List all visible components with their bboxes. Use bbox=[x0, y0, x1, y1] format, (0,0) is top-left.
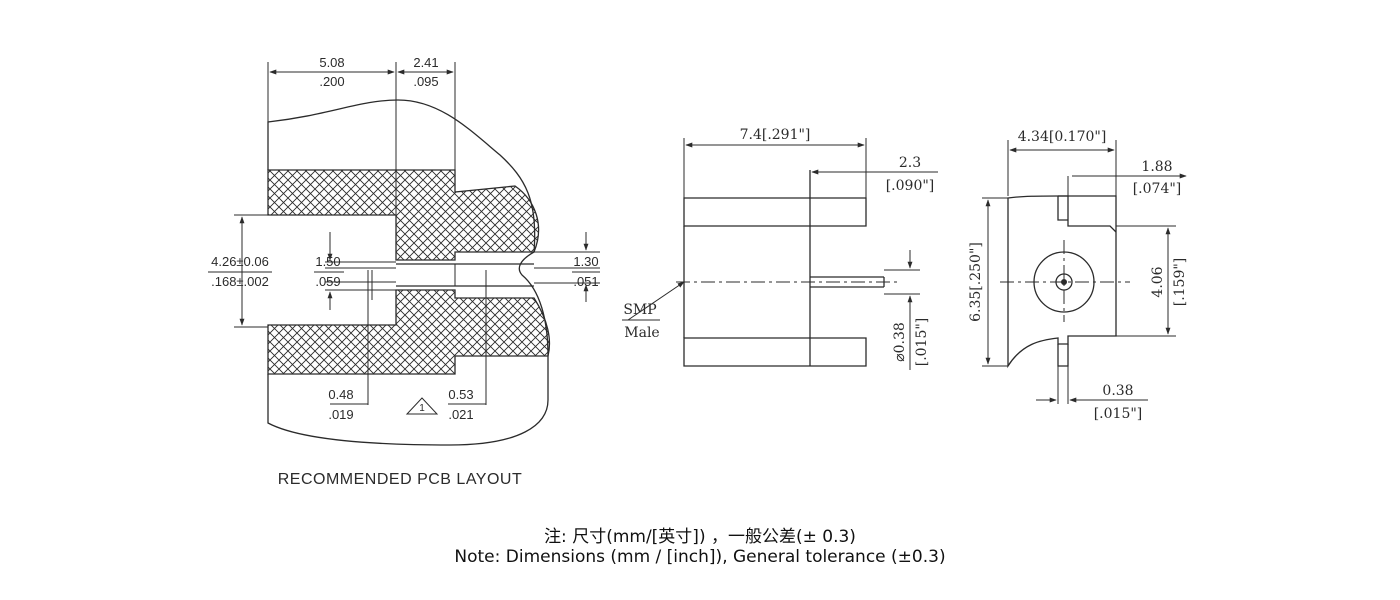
copper-lower bbox=[267, 289, 551, 375]
dim-0-48: 0.48 bbox=[328, 387, 353, 402]
dim-1-50: 1.50 bbox=[315, 254, 340, 269]
connector-gender-label: Male bbox=[624, 325, 659, 341]
copper-upper bbox=[267, 169, 540, 261]
dim-0-53: 0.53 bbox=[448, 387, 473, 402]
front-flange-top bbox=[1058, 195, 1117, 233]
connector-type-label: SMP bbox=[623, 302, 656, 318]
front-view: 4.34[0.170"] 1.88 [.074"] 6.35[.250"] 4.… bbox=[968, 129, 1188, 422]
pcb-layout-view: 5.08 .200 2.41 .095 4.26±0.06 .168±.002 … bbox=[208, 55, 600, 488]
front-flange-dim-inch: [.074"] bbox=[1133, 181, 1182, 197]
warning-triangle-icon bbox=[405, 397, 439, 415]
front-height-dim: 6.35[.250"] bbox=[968, 242, 984, 322]
front-pin-dim-inch: [.015"] bbox=[1094, 406, 1143, 422]
front-pin-tab bbox=[1057, 196, 1068, 221]
side-body-outline bbox=[683, 170, 811, 366]
side-view: 7.4[.291"] 2.3 [.090"] SMP Male ⌀0.38 [.… bbox=[622, 127, 938, 370]
front-inner-height-dim-inch: [.159"] bbox=[1172, 258, 1188, 307]
pcb-outline bbox=[267, 99, 536, 253]
front-inner-height-dim: 4.06 bbox=[1150, 266, 1166, 297]
pcb-outline-right bbox=[267, 251, 549, 446]
dim-5-08-inch: .200 bbox=[319, 74, 344, 89]
front-flange-dim: 1.88 bbox=[1141, 159, 1172, 175]
warning-number: 1 bbox=[419, 403, 425, 414]
note-chinese: 注: 尺寸(mm/[英寸]) ，一般公差(± 0.3) bbox=[544, 527, 856, 547]
dim-4-26: 4.26±0.06 bbox=[211, 254, 269, 269]
side-tail-dim: 2.3 bbox=[899, 155, 921, 171]
dim-1-50-inch: .059 bbox=[315, 274, 340, 289]
dim-2-41-inch: .095 bbox=[413, 74, 438, 89]
dim-5-08: 5.08 bbox=[319, 55, 344, 70]
side-tail-dim-inch: [.090"] bbox=[886, 178, 935, 194]
pcb-layout-caption: RECOMMENDED PCB LAYOUT bbox=[278, 471, 523, 488]
note-english: Note: Dimensions (mm / [inch]), General … bbox=[454, 547, 946, 567]
front-body bbox=[1007, 195, 1117, 369]
center-trace bbox=[396, 263, 534, 287]
dim-0-53-inch: .021 bbox=[448, 407, 473, 422]
dim-2-41: 2.41 bbox=[413, 55, 438, 70]
dim-1-30: 1.30 bbox=[573, 254, 598, 269]
dim-4-26-inch: .168±.002 bbox=[211, 274, 269, 289]
side-length-dim: 7.4[.291"] bbox=[740, 127, 811, 143]
side-body-bottom bbox=[683, 337, 867, 367]
side-body-top bbox=[683, 197, 867, 227]
pin-diameter-dim: ⌀0.38 bbox=[892, 322, 908, 362]
dim-1-30-inch: .051 bbox=[573, 274, 598, 289]
front-flange-bottom bbox=[1057, 344, 1069, 367]
dim-0-48-inch: .019 bbox=[328, 407, 353, 422]
front-width-dim: 4.34[0.170"] bbox=[1018, 129, 1107, 145]
front-pin-dim: 0.38 bbox=[1102, 383, 1133, 399]
pin-diameter-dim-inch: [.015"] bbox=[914, 318, 930, 367]
